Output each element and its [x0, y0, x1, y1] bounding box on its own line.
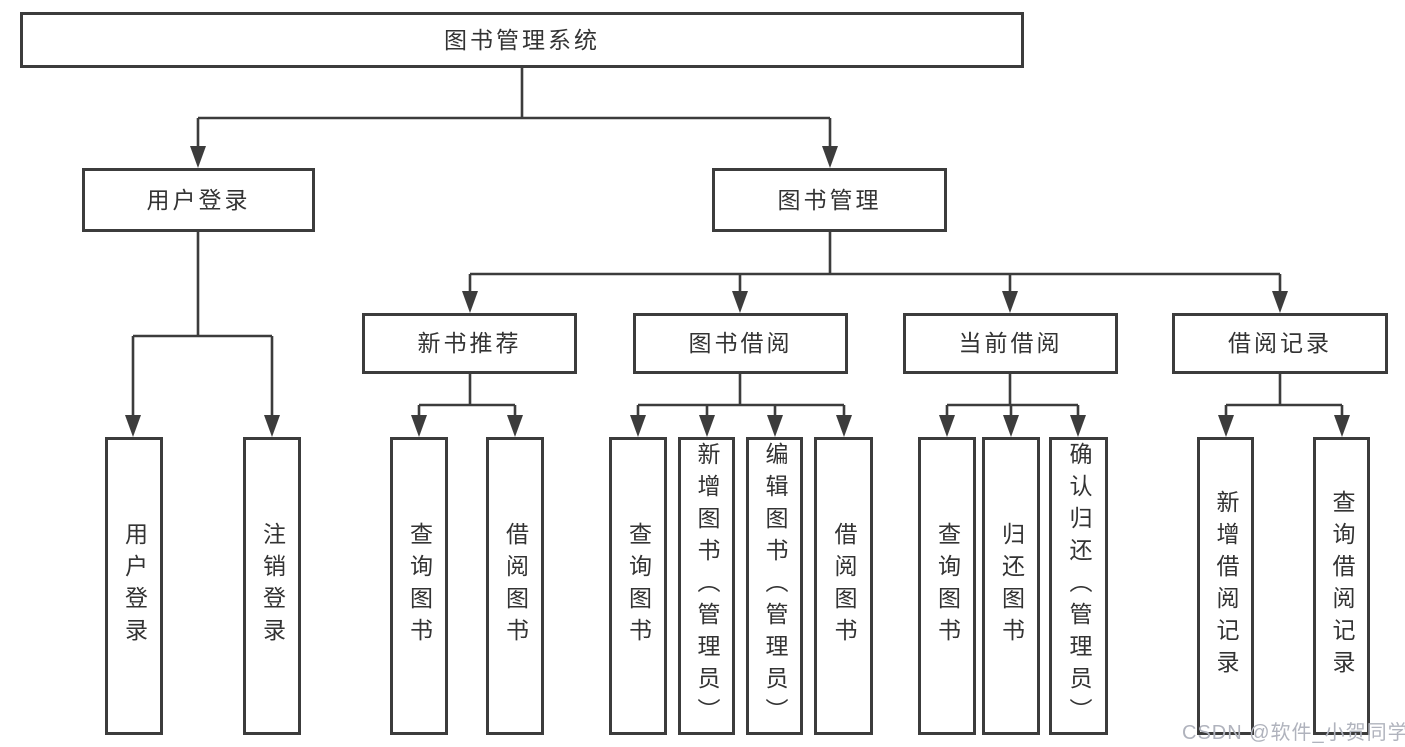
- node-label: 新增借阅记录: [1213, 490, 1239, 682]
- node-label: 借阅记录: [1228, 330, 1332, 356]
- node-borrowing-records: 借阅记录: [1172, 313, 1388, 374]
- node-label: 注销登录: [259, 522, 286, 650]
- leaf-records-add-record: 新增借阅记录: [1197, 437, 1254, 735]
- node-label: 用户登录: [121, 522, 148, 650]
- leaf-borrow-add-books-admin: 新增图书（管理员）: [678, 437, 735, 735]
- node-label: 图书借阅: [688, 330, 793, 356]
- node-label: 借阅图书: [831, 522, 857, 650]
- watermark: CSDN @软件_小贺同学: [1182, 722, 1405, 744]
- leaf-borrow-borrow-books: 借阅图书: [814, 437, 873, 735]
- node-label: 新增图书（管理员）: [694, 442, 720, 730]
- node-label: 当前借阅: [958, 330, 1063, 356]
- node-new-book-recommend: 新书推荐: [362, 313, 577, 374]
- node-label: 查询图书: [625, 522, 652, 650]
- leaf-newrec-query-books: 查询图书: [390, 437, 448, 735]
- node-label: 用户登录: [146, 186, 251, 213]
- leaf-records-query-record: 查询借阅记录: [1313, 437, 1370, 735]
- leaf-user-login: 用户登录: [105, 437, 163, 735]
- node-label: 图书管理: [777, 186, 882, 213]
- node-current-borrowing: 当前借阅: [903, 313, 1118, 374]
- leaf-borrow-query-books: 查询图书: [609, 437, 667, 735]
- node-label: 归还图书: [998, 522, 1025, 650]
- node-label: 查询借阅记录: [1329, 490, 1355, 682]
- node-book-management-system: 图书管理系统: [20, 12, 1024, 68]
- node-label: 查询图书: [406, 522, 433, 650]
- leaf-current-confirm-return-admin: 确认归还（管理员）: [1049, 437, 1108, 735]
- leaf-current-query-books: 查询图书: [918, 437, 976, 735]
- node-label: 借阅图书: [502, 522, 529, 650]
- node-book-borrowing: 图书借阅: [633, 313, 848, 374]
- node-label: 查询图书: [934, 522, 961, 650]
- node-label: 图书管理系统: [444, 26, 600, 53]
- leaf-current-return-books: 归还图书: [982, 437, 1040, 735]
- node-label: 新书推荐: [417, 330, 522, 356]
- leaf-borrow-edit-books-admin: 编辑图书（管理员）: [746, 437, 803, 735]
- leaf-newrec-borrow-books: 借阅图书: [486, 437, 544, 735]
- node-label: 编辑图书（管理员）: [762, 442, 788, 730]
- node-user-login: 用户登录: [82, 168, 315, 232]
- node-label: 确认归还（管理员）: [1066, 442, 1092, 730]
- leaf-logout: 注销登录: [243, 437, 301, 735]
- node-book-management: 图书管理: [712, 168, 947, 232]
